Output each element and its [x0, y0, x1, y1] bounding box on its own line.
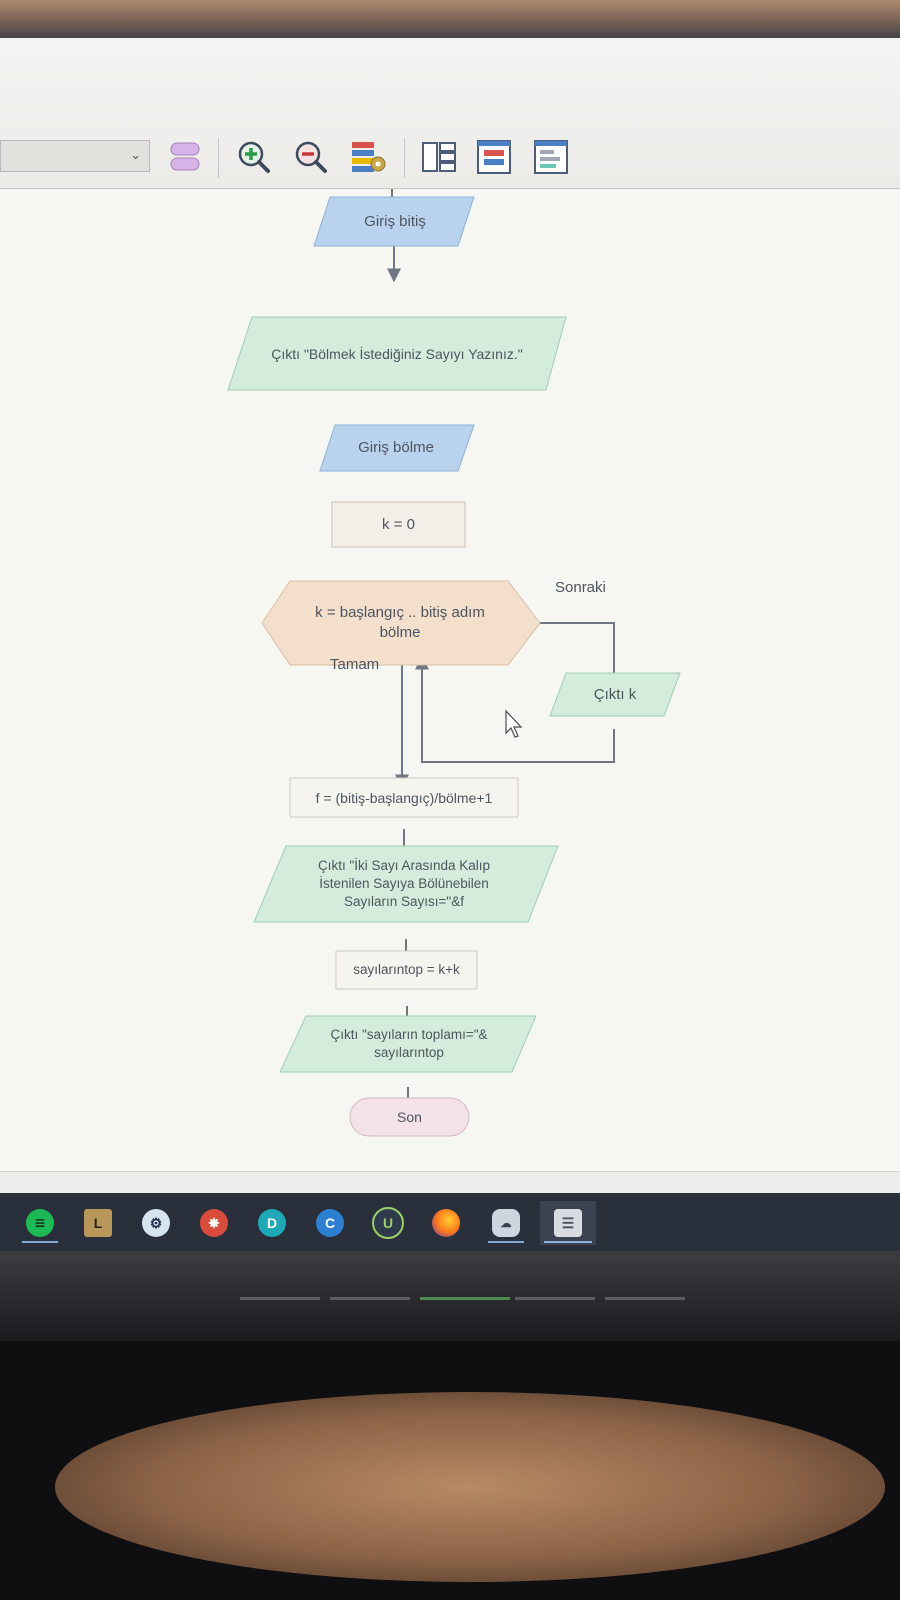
shapes-icon[interactable] [167, 138, 205, 176]
zoom-in-icon[interactable] [235, 138, 273, 176]
node-assign-k: k = 0 [382, 515, 415, 533]
node-assign-sum: sayılarıntop = k+k [353, 962, 460, 977]
flowgorithm-icon[interactable]: ☰ [540, 1201, 596, 1245]
connector-arrow [538, 622, 621, 688]
toolbar-separator [218, 138, 219, 178]
node-input-end: Giriş bitiş [364, 212, 426, 230]
screen: ⌄ [0, 38, 900, 1250]
monitor-power-led [420, 1297, 510, 1300]
loop-shape[interactable] [261, 580, 541, 666]
node-end: Son [397, 1109, 422, 1125]
layout-icon-3[interactable] [532, 138, 570, 176]
settings-layers-icon[interactable] [350, 138, 388, 176]
taskbar: ≡ L ⚙ ✸ D C U ☁ ☰ [0, 1193, 900, 1251]
toolbar-separator [404, 138, 405, 178]
app-teal-icon[interactable]: D [250, 1201, 294, 1245]
uplay-icon[interactable]: U [366, 1201, 410, 1245]
mouse-cursor-icon [505, 709, 523, 738]
monitor-stand-base [55, 1392, 885, 1582]
app-red-icon[interactable]: ✸ [192, 1201, 236, 1245]
node-output-sum: Çıktı "sayıların toplamı="& sayılarıntop [330, 1027, 488, 1060]
node-loop: k = başlangıç .. bitiş adım bölme [315, 604, 485, 641]
app-cloud-icon[interactable]: ☁ [484, 1201, 528, 1245]
process-shape[interactable] [289, 777, 519, 818]
flowchart-canvas[interactable]: Giriş bitiş Çıktı "Bölmek İstediğiniz Sa… [0, 189, 900, 1171]
node-assign-f: f = (bitiş-başlangıç)/bölme+1 [315, 789, 493, 806]
output-shape[interactable] [549, 672, 681, 717]
monitor-bezel-top [0, 0, 900, 42]
layout-icon-1[interactable] [420, 138, 458, 176]
process-shape[interactable] [331, 501, 466, 548]
output-shape[interactable] [227, 316, 567, 391]
zoom-out-icon[interactable] [292, 138, 330, 176]
monitor-bezel-bottom [0, 1251, 900, 1341]
connector-arrow [415, 655, 615, 763]
process-shape[interactable] [335, 950, 478, 990]
chevron-down-icon: ⌄ [130, 147, 141, 162]
ccleaner-icon[interactable]: C [308, 1201, 352, 1245]
spotify-icon[interactable]: ≡ [18, 1201, 62, 1245]
layout-icon-2[interactable] [475, 138, 513, 176]
output-shape[interactable] [253, 845, 559, 923]
edge-label-next: Sonraki [555, 579, 606, 596]
edge-label-done: Tamam [330, 656, 380, 673]
toolbar-dropdown[interactable]: ⌄ [0, 140, 150, 172]
terminal-shape[interactable] [349, 1097, 470, 1137]
toolbar: ⌄ [0, 38, 900, 189]
league-icon[interactable]: L [76, 1201, 120, 1245]
monitor-button [515, 1297, 595, 1300]
node-output-prompt: Çıktı "Bölmek İstediğiniz Sayıyı Yazınız… [271, 345, 523, 362]
output-shape[interactable] [279, 1015, 537, 1073]
monitor-button [240, 1297, 320, 1300]
node-output-count: Çıktı "İki Sayı Arasında Kalıp İstenilen… [317, 858, 491, 909]
monitor-button [605, 1297, 685, 1300]
flowchart-connectors [227, 189, 681, 1137]
steam-icon[interactable]: ⚙ [134, 1201, 178, 1245]
firefox-icon[interactable] [424, 1201, 468, 1245]
input-shape[interactable] [319, 424, 475, 472]
node-input-divide: Giriş bölme [358, 439, 434, 456]
monitor-button [330, 1297, 410, 1300]
node-output-k: Çıktı k [593, 685, 637, 703]
input-shape[interactable] [313, 196, 475, 247]
